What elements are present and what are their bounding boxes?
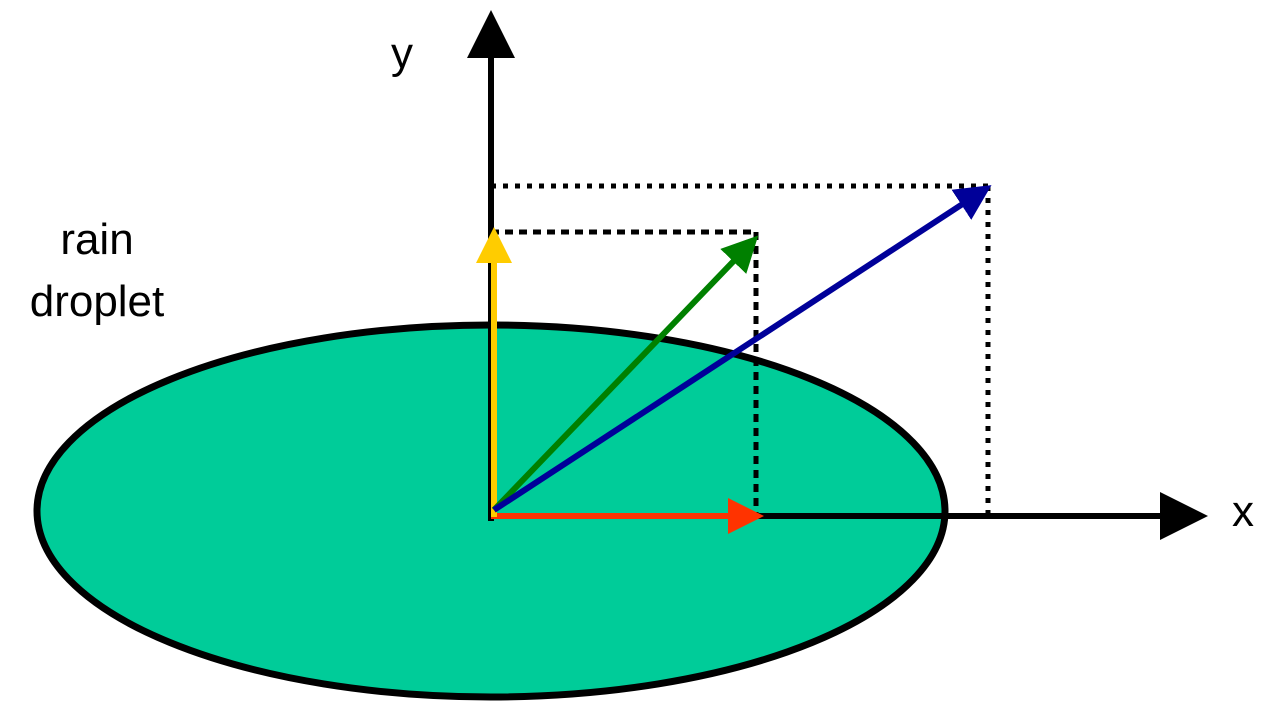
x-axis-label: x — [1232, 487, 1254, 536]
green-vector-arrow — [491, 235, 759, 513]
blue-vector-arrow — [492, 185, 992, 513]
y-axis-label: y — [391, 29, 413, 78]
rain-droplet-label-line2: droplet — [30, 277, 165, 326]
rain-droplet-label-line1: rain — [60, 215, 133, 264]
